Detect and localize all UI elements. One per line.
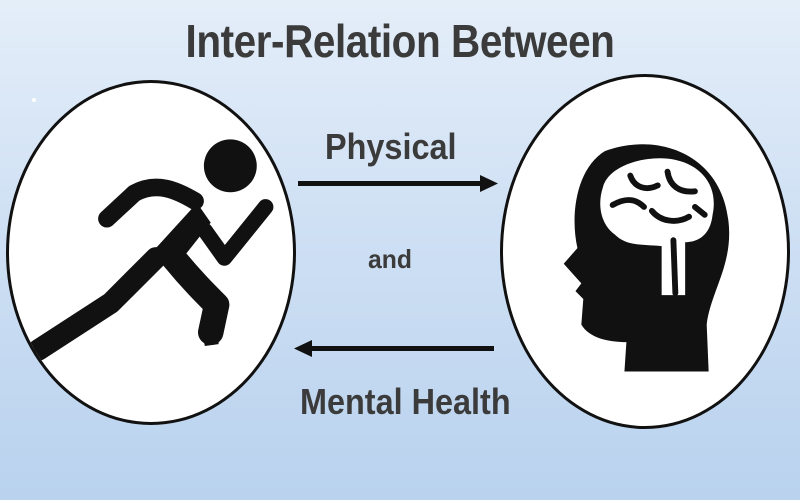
mental-circle (500, 74, 790, 429)
decorative-dot (32, 98, 36, 102)
physical-circle (6, 80, 296, 425)
arrow-left-icon (294, 340, 494, 357)
diagram-title: Inter-Relation Between (185, 15, 615, 67)
brain-head-icon (563, 144, 730, 372)
runner-icon (26, 139, 274, 361)
mental-health-label: Mental Health (300, 381, 511, 422)
and-label: and (368, 244, 412, 274)
physical-label: Physical (325, 126, 457, 167)
arrow-right-icon (298, 175, 498, 192)
